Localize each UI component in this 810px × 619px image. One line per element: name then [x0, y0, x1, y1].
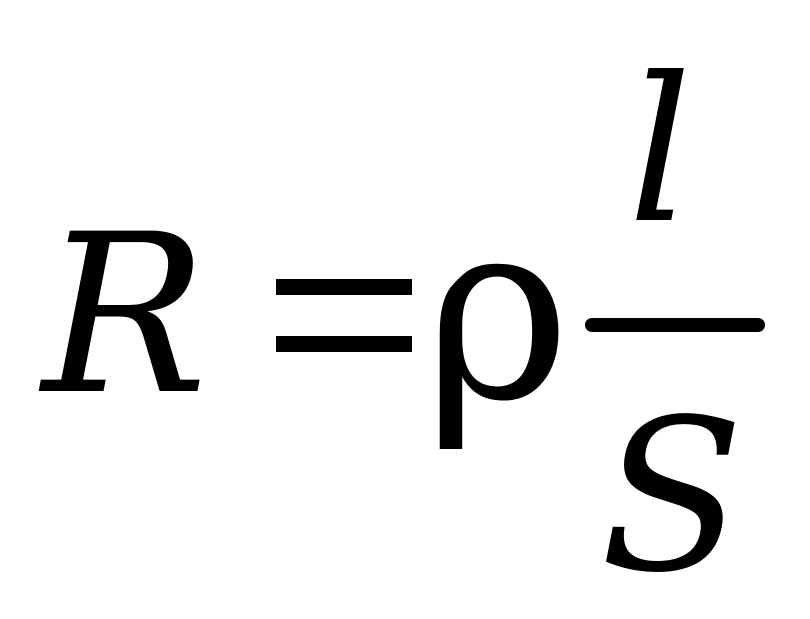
fraction-bar — [585, 318, 765, 332]
resistance-variable: R — [42, 187, 208, 443]
equals-sign-top-bar — [276, 279, 412, 295]
length-variable: l — [628, 35, 692, 268]
equals-sign-bottom-bar — [276, 336, 412, 352]
resistivity-symbol: ρ — [424, 165, 571, 456]
area-variable: S — [600, 374, 744, 619]
